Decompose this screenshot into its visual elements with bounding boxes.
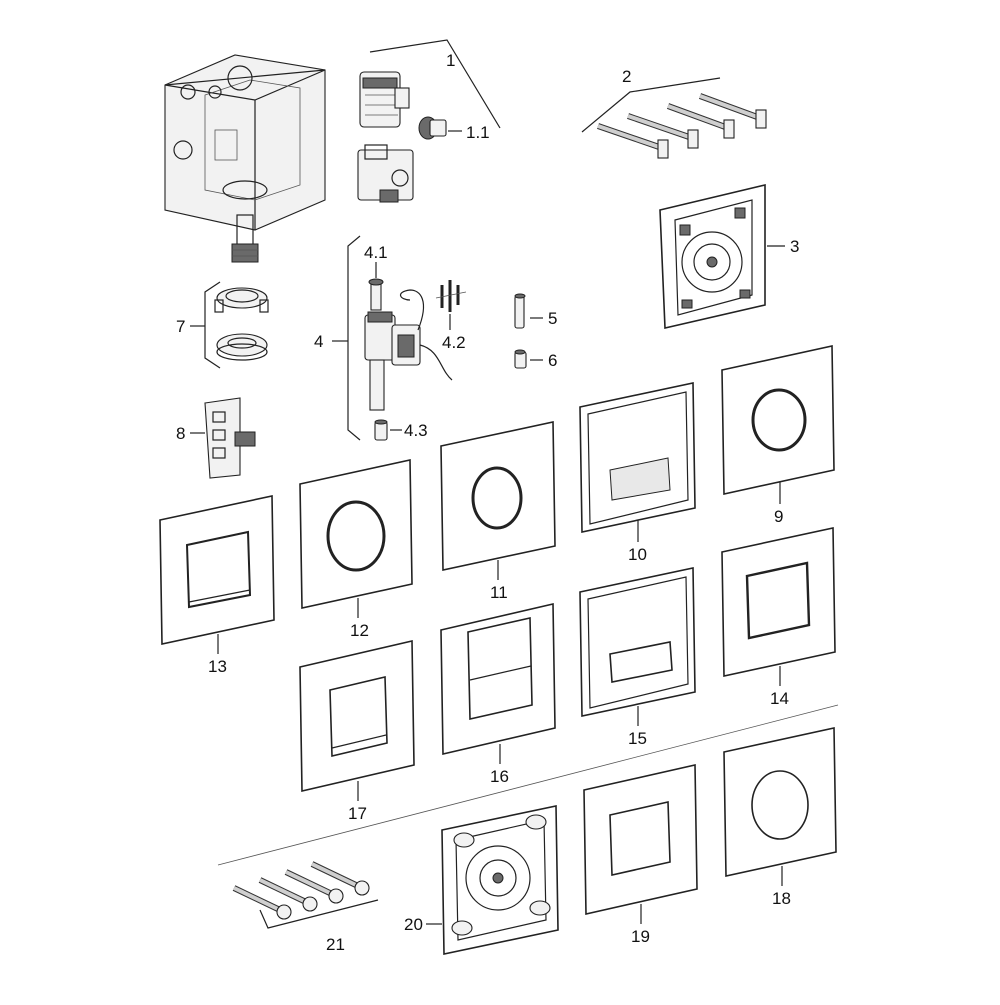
plate-16 bbox=[440, 602, 556, 756]
label-16: 16 bbox=[490, 767, 509, 786]
label-21: 21 bbox=[326, 935, 345, 954]
label-17: 17 bbox=[348, 804, 367, 823]
label-15: 15 bbox=[628, 729, 647, 748]
part-4-solenoid bbox=[364, 289, 453, 411]
label-5: 5 bbox=[548, 309, 557, 328]
label-14: 14 bbox=[770, 689, 789, 708]
plate-10 bbox=[579, 382, 696, 533]
label-8: 8 bbox=[176, 424, 185, 443]
label-4: 4 bbox=[314, 332, 323, 351]
label-10: 10 bbox=[628, 545, 647, 564]
plate-11 bbox=[440, 421, 556, 571]
label-18: 18 bbox=[772, 889, 791, 908]
plate-17 bbox=[299, 639, 415, 793]
label-13: 13 bbox=[208, 657, 227, 676]
part-4-3-sleeve bbox=[374, 419, 388, 441]
plate-15 bbox=[579, 567, 696, 717]
plate-19 bbox=[583, 764, 698, 915]
label-2: 2 bbox=[622, 67, 631, 86]
label-3: 3 bbox=[790, 237, 799, 256]
label-11: 11 bbox=[490, 583, 508, 602]
part-1-valve bbox=[357, 71, 414, 203]
plate-13 bbox=[159, 495, 275, 645]
part-21-screws bbox=[232, 861, 370, 920]
label-1-1: 1.1 bbox=[466, 123, 490, 142]
plate-18 bbox=[723, 727, 837, 877]
label-4-1: 4.1 bbox=[364, 243, 388, 262]
label-20: 20 bbox=[404, 915, 423, 934]
part-4-2-pins bbox=[435, 280, 467, 312]
part-2-screws bbox=[597, 93, 767, 159]
label-1: 1 bbox=[446, 51, 455, 70]
part-4-1-screw bbox=[368, 278, 384, 311]
installation-box bbox=[164, 54, 326, 263]
part-8-bracket bbox=[204, 397, 256, 479]
part-5-connector bbox=[514, 293, 526, 329]
label-4-3: 4.3 bbox=[404, 421, 428, 440]
label-19: 19 bbox=[631, 927, 650, 946]
plate-9 bbox=[721, 345, 835, 495]
part-3-mounting-frame bbox=[659, 183, 766, 329]
part-7-rings bbox=[214, 287, 269, 361]
part-6-nipple bbox=[514, 349, 527, 369]
label-7: 7 bbox=[176, 317, 185, 336]
plate-12 bbox=[299, 459, 413, 609]
plate-14 bbox=[721, 527, 836, 677]
label-12: 12 bbox=[350, 621, 369, 640]
label-6: 6 bbox=[548, 351, 557, 370]
label-4-2: 4.2 bbox=[442, 333, 466, 352]
part-20-mounting-frame bbox=[441, 805, 559, 955]
part-1-1-cartridge bbox=[418, 116, 447, 140]
label-9: 9 bbox=[774, 507, 783, 526]
